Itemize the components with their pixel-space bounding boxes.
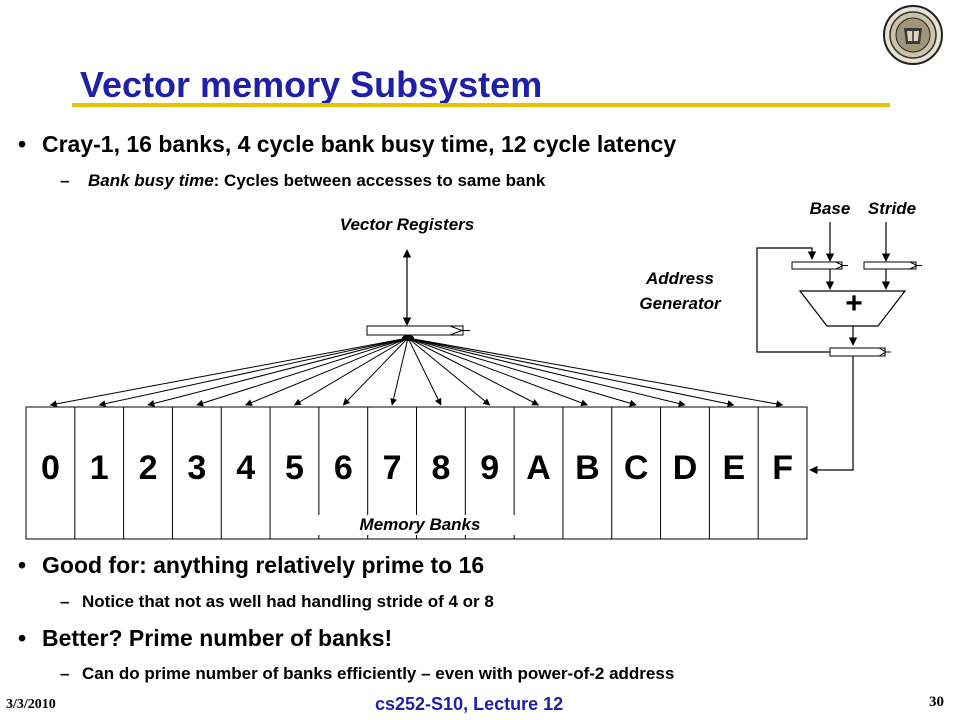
bank-fanout-arrow <box>407 337 540 406</box>
title-underline <box>72 103 890 107</box>
address-label-line1: Address <box>645 269 715 288</box>
address-to-banks-arrow <box>809 356 854 475</box>
bank-fanout-arrow <box>407 337 491 406</box>
address-generator <box>756 222 922 475</box>
memory-bank-9: 9 <box>480 449 500 487</box>
bank-fanout-arrow <box>390 337 409 406</box>
dash: – <box>60 592 70 611</box>
bank-fanout-arrow <box>196 337 409 407</box>
bank-fanout-arrow <box>342 337 409 406</box>
memory-banks-label: Memory Banks <box>300 515 540 535</box>
memory-bank-3: 3 <box>187 449 207 487</box>
bullet-2-sub: – Notice that not as well had handling s… <box>60 592 494 612</box>
base-label: Base <box>809 199 851 218</box>
stride-register <box>863 261 917 270</box>
memory-bank-a: A <box>526 449 551 487</box>
adder-shape <box>798 290 907 327</box>
bullet-dot: • <box>18 131 27 157</box>
bank-fanout-arrow <box>407 337 442 406</box>
memory-bank-1: 1 <box>89 449 109 487</box>
footer-page-number: 30 <box>929 694 944 710</box>
memory-bank-e: E <box>722 449 746 487</box>
base-register <box>791 261 843 270</box>
dash: – <box>60 171 70 190</box>
bank-fanout-arrow <box>407 337 784 408</box>
university-seal-logo <box>883 5 943 65</box>
bullet-3-sub: – Can do prime number of banks efficient… <box>60 664 674 684</box>
bank-busy-term: Bank busy time <box>88 171 214 190</box>
bullet-2-sub-text: Notice that not as well had handling str… <box>82 592 494 611</box>
bullet-2-text: Good for: anything relatively prime to 1… <box>42 552 485 578</box>
memory-bank-f: F <box>772 449 793 487</box>
memory-bank-d: D <box>672 449 698 487</box>
stride-label: Stride <box>867 199 917 218</box>
memory-bank-2: 2 <box>138 449 158 487</box>
bank-fanout-arrow <box>407 337 637 407</box>
address-label-line2: Generator <box>639 294 721 313</box>
bank-fanout-arrow <box>407 337 588 407</box>
dash: – <box>60 664 70 683</box>
slide-title: Vector memory Subsystem <box>80 64 543 105</box>
vector-registers-label: Vector Registers <box>339 215 475 234</box>
bullet-3-sub-text: Can do prime number of banks efficiently… <box>82 664 675 683</box>
bank-dividers <box>74 407 759 539</box>
footer-date: 3/3/2010 <box>6 697 56 712</box>
feedback-path <box>756 247 830 353</box>
memory-bank-b: B <box>575 449 600 487</box>
fanout-arrows <box>49 337 784 408</box>
bank-fanout-arrow <box>147 337 409 407</box>
memory-bank-5: 5 <box>285 449 304 487</box>
footer-course: cs252-S10, Lecture 12 <box>375 694 564 714</box>
bank-fanout-arrow <box>407 337 686 407</box>
memory-bank-8: 8 <box>431 449 451 487</box>
adder-plus-symbol: + <box>845 287 863 320</box>
vector-register-bar <box>366 325 470 336</box>
memory-bank-c: C <box>623 449 649 487</box>
bullet-1: • Cray-1, 16 banks, 4 cycle bank busy ti… <box>18 131 676 158</box>
memory-bank-7: 7 <box>382 449 402 487</box>
bank-busy-definition: : Cycles between accesses to same bank <box>213 171 546 190</box>
bullet-dot: • <box>18 625 27 651</box>
bullet-1-text: Cray-1, 16 banks, 4 cycle bank busy time… <box>42 131 677 157</box>
bank-fanout-arrow <box>245 337 409 406</box>
bullet-3-text: Better? Prime number of banks! <box>42 625 393 651</box>
memory-bank-4: 4 <box>236 449 256 487</box>
bullet-dot: • <box>18 552 27 578</box>
address-register <box>829 347 886 357</box>
bullet-2: • Good for: anything relatively prime to… <box>18 552 484 579</box>
bank-fanout-arrow <box>98 337 409 408</box>
bullet-1-sub: – Bank busy time: Cycles between accesse… <box>60 171 545 191</box>
bullet-3: • Better? Prime number of banks! <box>18 625 392 652</box>
memory-bank-6: 6 <box>333 449 353 487</box>
memory-bank-0: 0 <box>40 449 60 487</box>
bank-fanout-arrow <box>49 337 409 408</box>
bank-fanout-arrow <box>293 337 409 406</box>
bank-fanout-arrow <box>407 337 735 408</box>
